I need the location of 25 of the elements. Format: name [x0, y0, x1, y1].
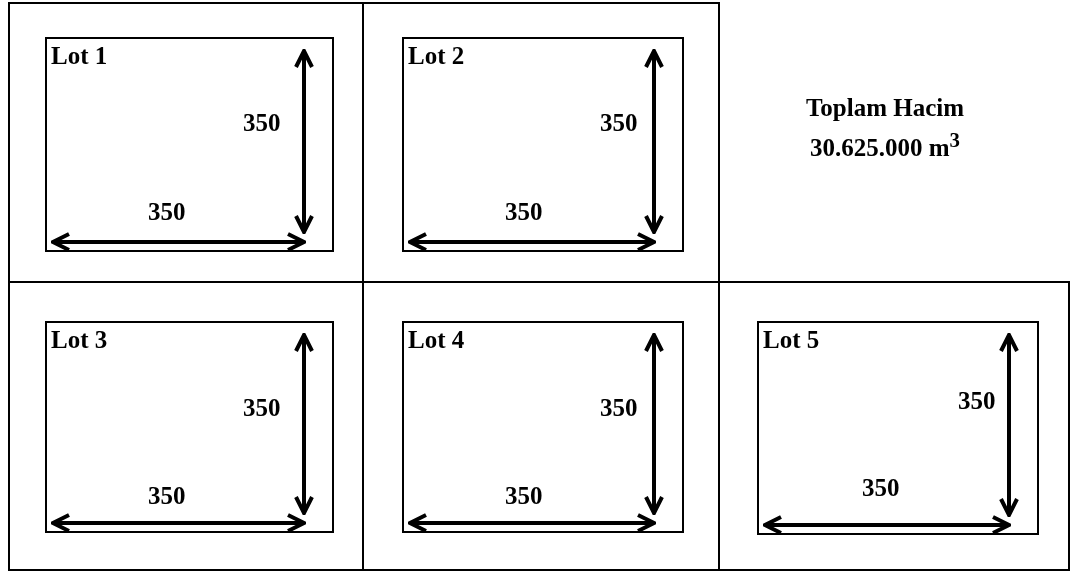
dimension-label: 350	[505, 197, 543, 227]
dimension-label: 350	[243, 108, 281, 138]
lot-name: Lot 4	[408, 325, 465, 355]
dimension-label: 350	[862, 473, 900, 503]
dimension-label: 350	[600, 393, 638, 423]
lot-name: Lot 2	[408, 41, 465, 71]
dimension-label: 350	[148, 481, 186, 511]
lot-outline	[402, 37, 684, 252]
parcel-cell	[718, 281, 1070, 571]
dimension-label: 350	[243, 393, 281, 423]
total-volume-note: Toplam Hacim 30.625.000 m$^{3}$	[804, 93, 966, 164]
parcel-cell	[362, 2, 720, 283]
lot-outline	[402, 321, 684, 533]
parcel-cell	[8, 281, 364, 571]
lot-outline	[45, 37, 334, 252]
dimension-label: 350	[148, 197, 186, 227]
dimension-label: 350	[600, 108, 638, 138]
lot-name: Lot 5	[763, 325, 820, 355]
lot-name: Lot 3	[51, 325, 108, 355]
dimension-label: 350	[505, 481, 543, 511]
parcel-cell	[8, 2, 364, 283]
lot-name: Lot 1	[51, 41, 108, 71]
dimension-label: 350	[958, 386, 996, 416]
lot-outline	[45, 321, 334, 533]
lot-outline	[757, 321, 1039, 535]
